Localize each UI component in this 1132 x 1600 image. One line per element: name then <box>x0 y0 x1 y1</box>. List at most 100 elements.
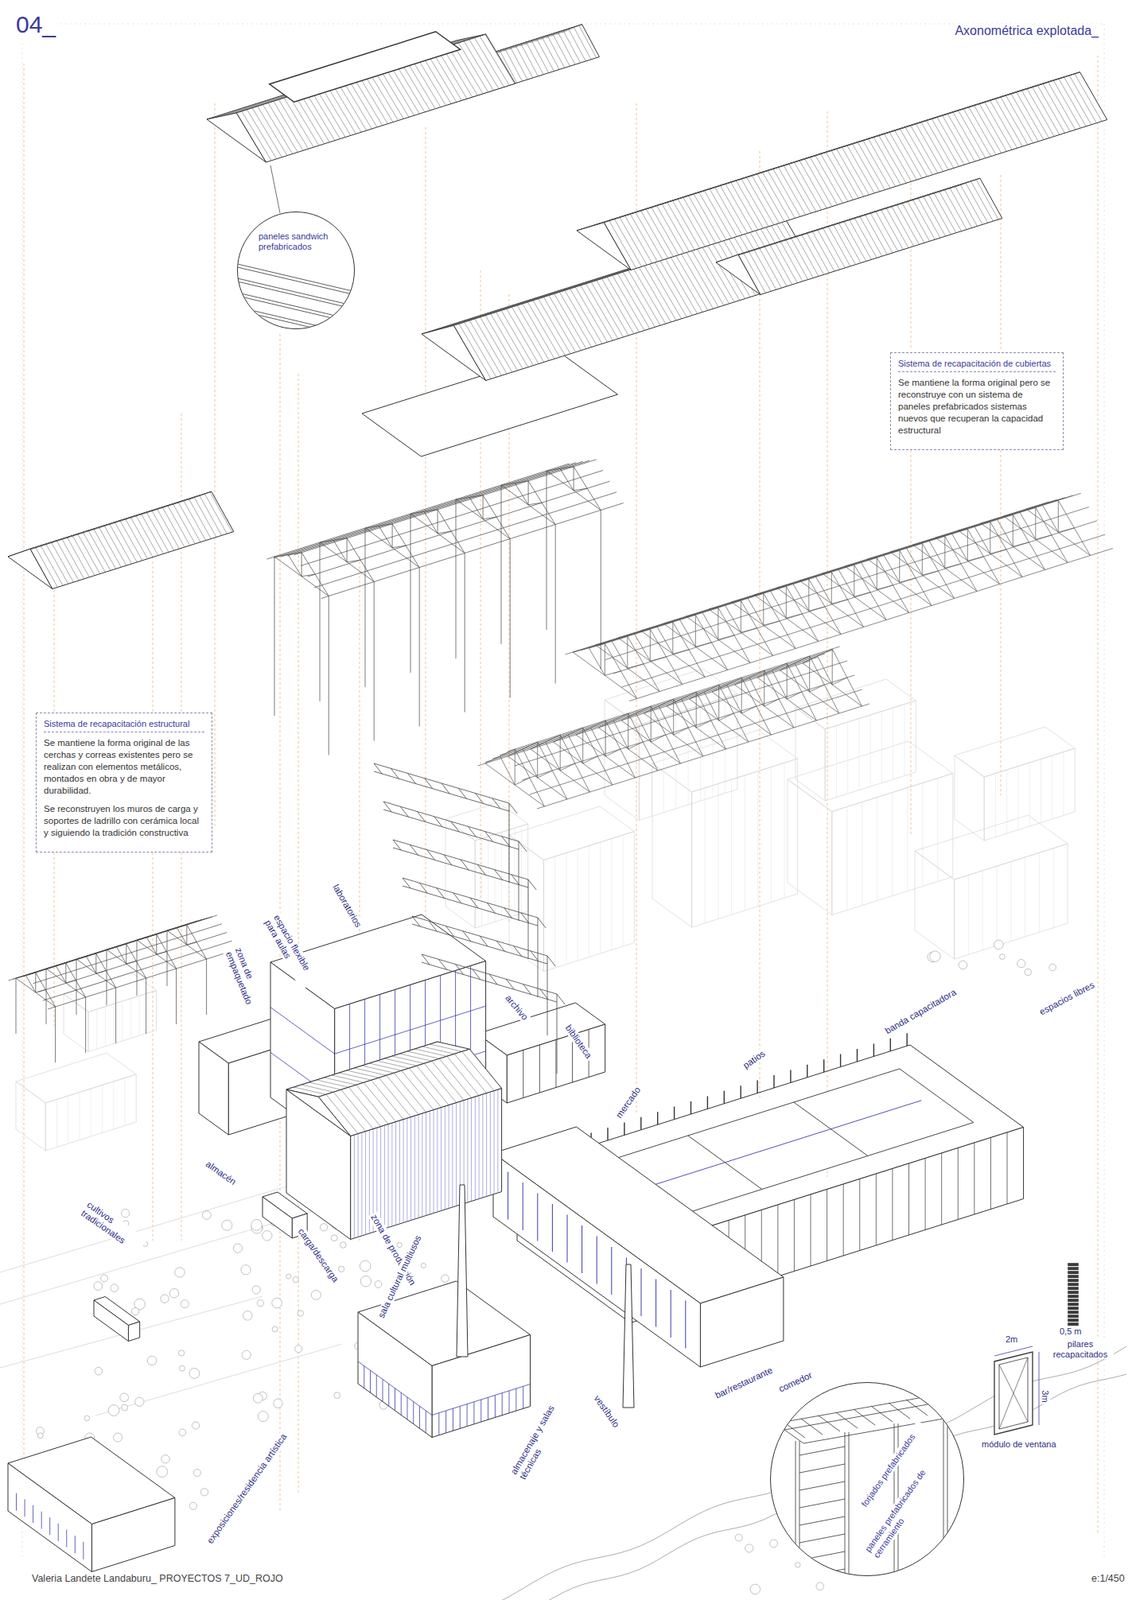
tree-symbol <box>178 1365 185 1372</box>
tree-symbol <box>319 1224 327 1232</box>
building-volume <box>795 679 916 730</box>
tree-symbol <box>200 1489 208 1497</box>
building-volume <box>63 994 89 1053</box>
tree-symbol <box>273 1399 283 1409</box>
steel-truss <box>8 915 238 1063</box>
panel-line <box>230 262 366 355</box>
tree-symbol <box>1024 968 1031 976</box>
building-volume <box>638 694 738 821</box>
brick-course <box>1067 1307 1079 1311</box>
tree-symbol <box>108 1405 120 1417</box>
tree-symbol <box>189 1502 197 1510</box>
tree-symbol <box>286 1274 292 1280</box>
roof-panel-lines <box>212 34 515 161</box>
tree-symbol <box>93 1282 103 1292</box>
roof-slope <box>30 491 234 589</box>
facade-lines <box>968 848 1054 956</box>
roof-panel-lines <box>294 1044 495 1135</box>
building-volume <box>914 851 955 960</box>
tree-symbol <box>262 1231 273 1241</box>
tree-symbol <box>242 1311 253 1322</box>
building-volume <box>93 1300 129 1343</box>
tree-symbol <box>252 1393 263 1404</box>
detail-label: pilares recapacitados <box>1046 1339 1114 1360</box>
space-label: laboratorios <box>329 881 364 931</box>
building-volume <box>984 748 1075 841</box>
space-label: archivo <box>501 991 532 1024</box>
tree-symbol <box>340 1242 347 1249</box>
roof-gable-end <box>715 254 761 295</box>
skylight <box>269 31 461 103</box>
space-label: patios <box>739 1047 769 1073</box>
tree-symbol <box>795 1563 801 1568</box>
space-label: cultivos tradicionales <box>77 1198 148 1257</box>
banda-line <box>618 1100 922 1197</box>
dimension-line <box>994 1346 1039 1426</box>
tree-symbol <box>180 1300 189 1309</box>
tree-symbol <box>101 1275 109 1283</box>
tree-symbol <box>193 1469 201 1477</box>
brick-course <box>1067 1271 1079 1275</box>
building-volume <box>506 1024 606 1104</box>
tree-symbol <box>189 1369 200 1380</box>
building-volume <box>914 815 1068 880</box>
river-bank <box>477 1346 1127 1600</box>
tree-symbol <box>113 1433 123 1443</box>
brick-course <box>1067 1267 1079 1271</box>
tree-symbol <box>745 1544 754 1553</box>
tree-symbol <box>374 1281 382 1289</box>
tree-symbol <box>1049 964 1057 972</box>
brick-course <box>1067 1287 1079 1291</box>
projection-guide <box>23 55 1098 1536</box>
building-volume <box>431 1335 531 1439</box>
building-volume <box>198 1042 229 1136</box>
tree-symbol <box>221 1220 233 1231</box>
tree-symbol <box>994 940 1004 950</box>
axonometric-drawing <box>0 23 1127 1600</box>
facade-lines <box>995 752 1064 838</box>
tree-symbol <box>770 1540 779 1549</box>
building-volume <box>795 707 825 802</box>
building-volume <box>954 727 1075 778</box>
brick-course <box>1067 1295 1079 1299</box>
tree-symbol <box>360 1275 371 1287</box>
building-volume <box>262 1197 292 1239</box>
building-volume <box>7 1463 92 1573</box>
slab-detail <box>775 1392 971 1584</box>
facade-lines <box>847 778 938 911</box>
window-frame <box>999 1357 1028 1430</box>
window-cross <box>999 1357 1028 1430</box>
building-volume <box>652 763 693 928</box>
building-volume <box>15 1081 46 1152</box>
detail-label: módulo de ventana <box>980 1439 1059 1451</box>
brick-course <box>1067 1299 1079 1303</box>
detail-label: paneles sandwich prefabricados <box>256 231 340 253</box>
tree-symbol <box>272 1298 283 1309</box>
steel-truss <box>565 493 1114 701</box>
tree-symbol <box>338 1266 344 1273</box>
tree-symbol <box>735 1534 743 1542</box>
sandwich-panel-detail <box>230 262 366 355</box>
space-label: exposiciones/residencia artística <box>204 1431 291 1548</box>
space-label: comedor <box>775 1369 816 1397</box>
brick-course <box>1067 1303 1079 1307</box>
tree-symbol <box>94 1367 103 1376</box>
note-box: Sistema de recapacitación de cubiertasSe… <box>890 352 1064 451</box>
tree-symbol <box>191 1422 199 1430</box>
window-frame <box>994 1352 1033 1436</box>
brick-course <box>1067 1318 1079 1323</box>
tree-symbol <box>359 1260 371 1273</box>
space-label: zona de empaquetado <box>222 945 269 1019</box>
tree-symbol <box>295 1345 303 1354</box>
sheet-number: 04_ <box>14 11 58 39</box>
roof-gable-end <box>7 548 53 589</box>
dimension-label: 2m <box>1003 1334 1020 1346</box>
space-label: carga/descarga <box>295 1225 343 1287</box>
roof-gable-end <box>421 325 487 381</box>
building-volume <box>692 758 798 928</box>
space-label: bar/restaurante <box>711 1365 776 1403</box>
tree-symbol <box>110 1284 119 1293</box>
space-label: almacén <box>202 1158 239 1189</box>
tree-symbol <box>257 1412 269 1423</box>
